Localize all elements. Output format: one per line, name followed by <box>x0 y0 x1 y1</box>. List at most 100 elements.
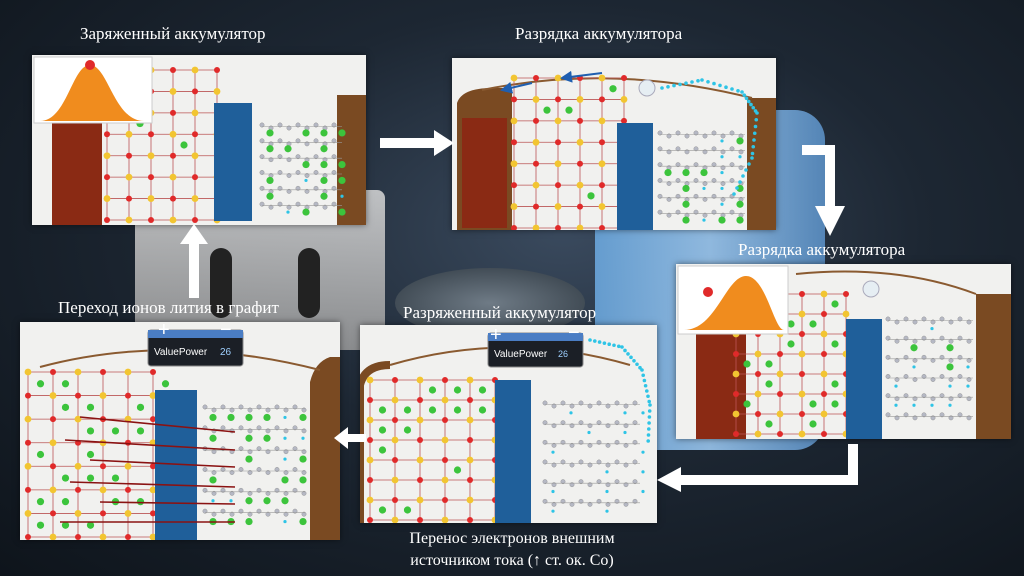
electron <box>754 117 759 122</box>
external-wire <box>795 270 977 295</box>
carbon-atom <box>229 407 235 413</box>
lithium-ion <box>263 413 271 422</box>
electron <box>643 383 648 388</box>
carbon-atom <box>292 508 298 514</box>
lithium-ion <box>86 521 95 529</box>
cobalt-atom <box>191 109 199 117</box>
cobalt-atom <box>191 152 199 160</box>
panel-charged-svg <box>32 55 366 225</box>
cathode-block <box>462 118 507 228</box>
cobalt-atom <box>391 396 399 404</box>
carbon-atom <box>596 400 602 406</box>
oxygen-atom <box>442 417 448 423</box>
lithium-ion <box>284 145 292 153</box>
separator <box>214 103 252 221</box>
oxygen-atom <box>100 463 106 470</box>
cobalt-atom <box>103 152 111 160</box>
oxygen-atom <box>733 391 739 397</box>
lithium-ion <box>736 216 744 224</box>
carbon-atom <box>596 459 602 465</box>
cobalt-atom <box>798 310 806 318</box>
carbon-atom <box>551 442 557 448</box>
cobalt-atom <box>125 130 133 138</box>
lithium-ion <box>736 200 744 208</box>
oxygen-atom <box>50 463 56 470</box>
electron <box>620 345 624 349</box>
electron <box>912 365 916 369</box>
electron <box>744 96 749 101</box>
cobalt-atom <box>416 496 424 504</box>
ion-arrow <box>79 416 236 433</box>
carbon-atom <box>560 420 566 426</box>
oxygen-atom <box>821 351 827 357</box>
cobalt-atom <box>213 88 221 95</box>
lithium-ion <box>609 85 617 93</box>
oxygen-atom <box>148 174 154 181</box>
lithium-ion <box>266 129 274 137</box>
cobalt-atom <box>598 74 606 82</box>
oxygen-atom <box>50 510 56 517</box>
carbon-atom <box>587 423 593 429</box>
oxygen-atom <box>511 139 517 146</box>
cobalt-atom <box>842 310 850 318</box>
carbon-atom <box>921 393 927 399</box>
carbon-atom <box>903 374 909 379</box>
oxygen-atom <box>417 397 423 403</box>
oxygen-atom <box>25 486 31 493</box>
carbon-atom <box>247 407 253 413</box>
carbon-atom <box>331 138 337 144</box>
cobalt-atom <box>124 462 132 470</box>
carbon-atom <box>283 407 289 413</box>
lithium-ion <box>320 160 328 169</box>
label-discharged-battery: Разряженный аккумулятор <box>403 303 597 322</box>
lithium-ion <box>765 420 773 428</box>
carbon-atom <box>948 338 954 344</box>
cobalt-atom <box>466 496 474 504</box>
oxygen-atom <box>555 96 561 103</box>
oxygen-atom <box>214 67 220 73</box>
oxygen-atom <box>392 417 398 423</box>
carbon-atom <box>569 482 575 488</box>
ion-arrow <box>64 439 236 451</box>
electron <box>607 342 611 346</box>
carbon-atom <box>256 467 262 472</box>
carbon-atom <box>304 188 310 194</box>
cobalt-atom <box>510 117 518 125</box>
oxygen-atom <box>192 217 198 223</box>
lithium-ion <box>378 426 387 434</box>
carbon-atom <box>542 439 548 445</box>
electron <box>730 87 734 91</box>
carbon-atom <box>894 319 900 325</box>
carbon-atom <box>274 508 280 514</box>
carbon-atom <box>202 487 208 493</box>
carbon-atom <box>675 178 681 183</box>
cobalt-atom <box>191 66 199 74</box>
electron <box>706 80 710 84</box>
cobalt-atom <box>466 376 474 384</box>
carbon-atom <box>551 423 557 429</box>
electron <box>623 411 627 415</box>
carbon-atom <box>283 449 289 455</box>
cobalt-atom <box>99 533 107 540</box>
electron <box>597 340 602 344</box>
carbon-atom <box>313 185 319 191</box>
cobalt-atom <box>732 410 740 418</box>
carbon-atom <box>957 335 963 341</box>
electron <box>593 339 597 343</box>
oxygen-atom <box>367 397 373 403</box>
panel-ion-transfer-svg: ValuePower 26 + − <box>20 322 340 540</box>
electron <box>304 178 308 183</box>
carbon-atom <box>277 122 283 128</box>
carbon-atom <box>277 170 283 175</box>
oxygen-atom <box>777 431 783 437</box>
carbon-atom <box>675 130 681 136</box>
carbon-atom <box>259 201 265 207</box>
cathode-block <box>696 334 746 439</box>
carbon-atom <box>885 335 891 341</box>
light-bulb-icon <box>862 280 880 298</box>
oxygen-atom <box>621 75 627 81</box>
lithium-ion <box>209 476 217 484</box>
cobalt-atom <box>576 181 584 189</box>
lithium-ion <box>831 380 839 388</box>
cobalt-atom <box>149 392 157 399</box>
